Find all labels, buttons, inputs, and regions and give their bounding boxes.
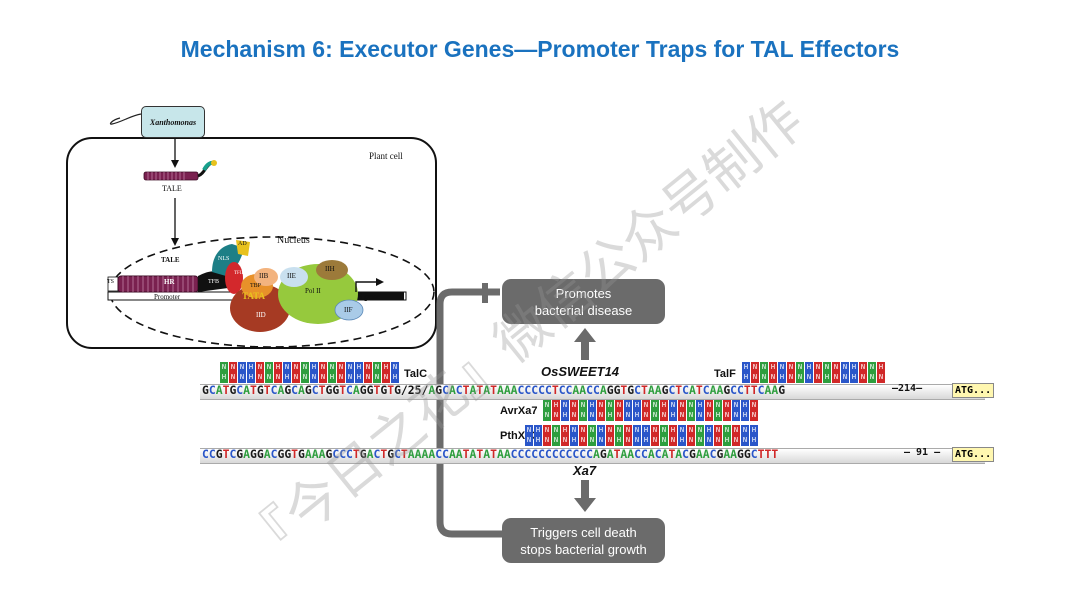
tale-label-top: TALE: [162, 184, 182, 193]
flagellum: [109, 113, 142, 125]
gene-xa7: Xa7: [573, 463, 597, 478]
outcome-bracket: [436, 283, 508, 538]
sequence-1: GCATGCATGTCAGCAGCTGGTCAGGTGTG/25/AGCACTA…: [202, 383, 786, 397]
tfb-domain: [198, 271, 228, 292]
iib-label: IIB: [259, 272, 269, 280]
tbp-label: TBP: [250, 283, 262, 289]
iie-factor: [280, 267, 308, 287]
arrow-down-icon: [574, 480, 596, 512]
nls-label: NLS: [218, 256, 230, 262]
effector-talf: TalF: [714, 368, 736, 380]
ad-domain: [236, 240, 250, 256]
plant-cell-label: Plant cell: [369, 151, 403, 161]
promoter-label: Promoter: [154, 293, 181, 301]
outcome-bottom-line1: Triggers cell death: [530, 524, 637, 540]
iid-label: IID: [256, 311, 266, 319]
outcome-promotes-disease: Promotes bacterial disease: [502, 279, 665, 324]
iie-label: IIE: [287, 272, 296, 280]
tale-hr-domain: [117, 275, 199, 293]
sequence-1-bar: [200, 384, 985, 400]
xanthomonas-box: Xanthomonas: [141, 106, 205, 138]
sequence-2-bar: [200, 448, 985, 464]
sequence-1-gap: —214—: [892, 383, 923, 394]
hr-label: HR: [164, 278, 175, 286]
pol-ii-label: Pol II: [305, 287, 321, 295]
nucleus-boundary: [109, 236, 435, 348]
outcome-top-line1: Promotes: [555, 285, 612, 301]
plant-cell-boundary: [66, 137, 437, 349]
effector-talc: TalC: [404, 368, 428, 380]
iif-factor: [334, 299, 364, 321]
sequence-2-gap: — 91 —: [904, 447, 941, 458]
tata-label: TATA: [242, 291, 266, 301]
tfb-label: TFB: [208, 279, 220, 285]
arrow-up-icon: [574, 328, 596, 360]
s-gene-label: S gene: [358, 292, 380, 301]
gene-ossweet14: OsSWEET14: [541, 364, 620, 379]
iih-label: IIH: [325, 265, 335, 273]
effector-avrxa7: AvrXa7: [500, 405, 538, 417]
nls-domain: [212, 244, 244, 276]
transcription-arrow: [355, 281, 378, 292]
ad-label: AD: [238, 241, 247, 247]
sequence-2-atg: ATG...: [952, 447, 995, 462]
sequence-1-atg: ATG...: [952, 383, 995, 398]
ts-label: TS: [107, 279, 115, 285]
tale-label-nucleus: TALE: [161, 256, 180, 264]
iid-factor: [230, 284, 290, 332]
page-title: Mechanism 6: Executor Genes—Promoter Tra…: [180, 36, 900, 62]
outcome-bottom-line2: stops bacterial growth: [520, 541, 647, 557]
tale-protein-top: [143, 160, 217, 181]
plant-cell-diagram: [107, 113, 435, 348]
outcome-triggers-death: Triggers cell death stops bacterial grow…: [502, 518, 665, 563]
outcome-top-line2: bacterial disease: [534, 302, 633, 318]
iih-factor: [316, 260, 348, 280]
iib-factor: [254, 268, 278, 286]
tfiia-label: TFIIAα/γ: [234, 271, 253, 276]
nucleus-label: Nucleus: [277, 235, 310, 246]
iif-label: IIF: [344, 306, 353, 314]
sequence-2: CCGTCGAGGACGGTGAAAGCCCTGACTGCTAAAACCAATA…: [202, 447, 779, 461]
tfiia-factor: [225, 262, 243, 294]
